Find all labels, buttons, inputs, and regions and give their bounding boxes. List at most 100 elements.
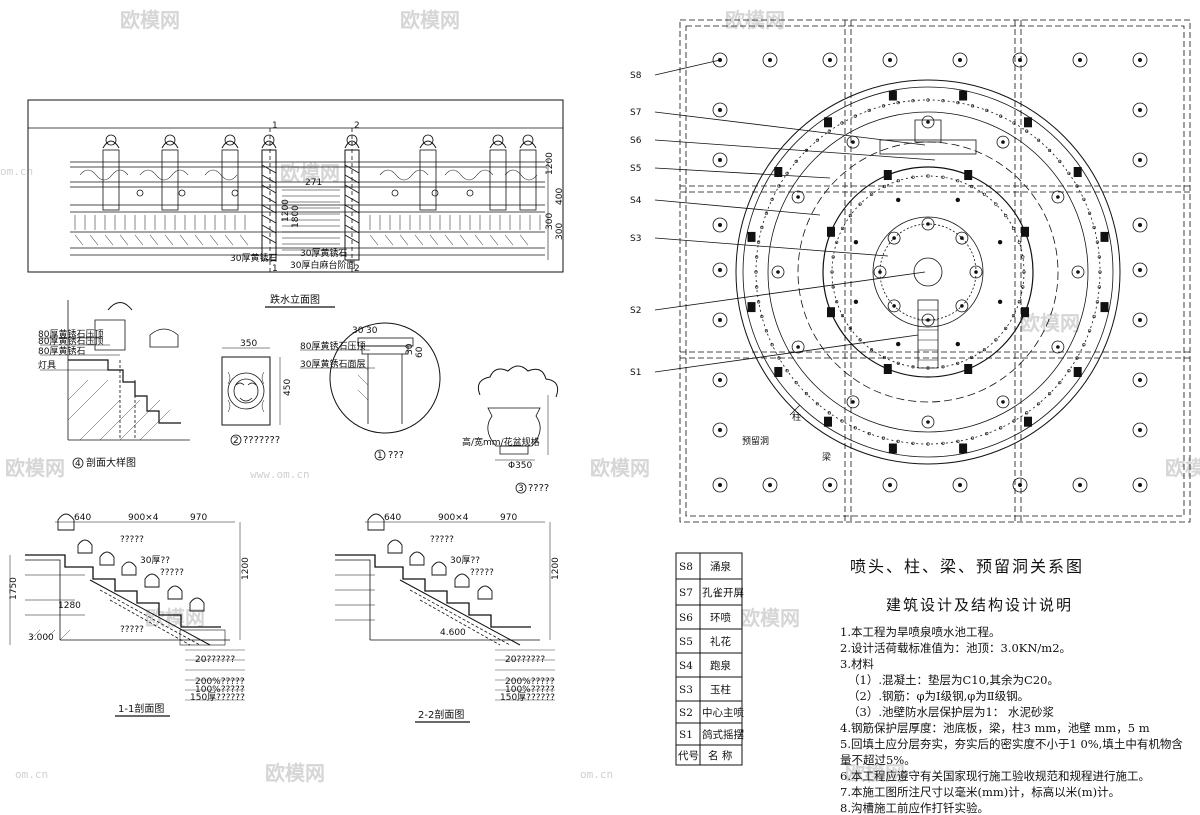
elevation-labels: 1 2 1 2 1200 400 300 1200 300 271 1800 3…	[230, 121, 565, 308]
section-1-1-urns	[57, 513, 205, 612]
nozzle-s3	[887, 231, 901, 245]
jet-s6	[785, 369, 789, 373]
section-marker: 2	[354, 121, 360, 131]
watermark-site: om.cn	[580, 768, 613, 781]
s22-dim: 970	[500, 513, 517, 523]
nozzle-s5-center	[796, 195, 800, 199]
nozzle-s1	[896, 197, 901, 203]
column-center	[1138, 268, 1142, 272]
note-line: 1.本工程为旱喷泉喷水池工程。	[840, 625, 1000, 639]
column-center	[888, 483, 892, 487]
plan-label-s2: S2	[630, 306, 641, 316]
jet-s6	[926, 442, 930, 446]
jet-s6	[867, 108, 871, 112]
nozzle-s3	[887, 299, 901, 313]
column-center	[718, 158, 722, 162]
jet-s6	[764, 329, 769, 333]
jet-s4	[848, 326, 852, 331]
jet-s6	[956, 100, 960, 105]
column-center	[1138, 428, 1142, 432]
pillar-block	[827, 226, 835, 237]
watermark-site: om.cn	[0, 165, 33, 178]
column-center	[768, 58, 772, 62]
watermark: 欧模网	[265, 761, 325, 785]
circle-marker: 1	[377, 451, 383, 461]
s11-note: ?????	[160, 568, 184, 578]
jet-s6	[999, 114, 1003, 118]
watermark: 欧模网	[280, 161, 340, 185]
s11-note: 100%?????	[195, 685, 245, 695]
planter-caption: ????	[528, 483, 549, 494]
jet-s6	[1087, 329, 1092, 333]
jet-s6	[985, 432, 989, 436]
s11-note: ?????	[120, 535, 144, 545]
section-1-1-drawing	[9, 521, 245, 701]
lion-dim-width: 350	[240, 339, 257, 349]
column-ring	[822, 477, 838, 493]
column-ring	[712, 102, 728, 118]
legend-header-name: 名 称	[708, 749, 733, 762]
jet-s4	[896, 361, 900, 365]
lion-dim-height: 450	[283, 379, 293, 396]
plan-tag-column: 柱	[792, 411, 801, 423]
column-ring	[1132, 152, 1148, 168]
legend-code: S3	[679, 684, 693, 696]
nozzle-s5-center	[776, 270, 780, 274]
column-ring	[1072, 52, 1088, 68]
section-2-2-labels: 640 900×4 970 1200 4.600 ????? 30厚?? ???…	[384, 513, 561, 723]
elevation-note: 30厚黄锈石	[300, 247, 347, 259]
jet-s4	[858, 338, 862, 342]
note-line: 8.沟槽施工前应作打钎实验。	[840, 801, 989, 815]
watermark-site: om.cn	[15, 768, 48, 781]
nozzle-s3	[955, 299, 969, 313]
column-ring	[712, 217, 728, 233]
detail-caption: 剖面大样图	[86, 456, 136, 469]
legend-code: S5	[679, 636, 693, 648]
column-center	[1138, 223, 1142, 227]
legend-code: S4	[679, 660, 693, 672]
section-1-1-caption: 1-1剖面图	[118, 702, 164, 715]
jet-s4	[1022, 270, 1026, 274]
jet-s6	[764, 211, 769, 215]
pillar-block	[883, 170, 892, 180]
nozzle-s3-center	[878, 270, 882, 274]
watermark-site: www.om.cn	[250, 468, 310, 481]
pillar-block	[1021, 307, 1029, 318]
s22-dim: 4.600	[440, 628, 466, 638]
jet-s6	[941, 99, 945, 103]
column-center	[1138, 108, 1142, 112]
jet-s4	[969, 184, 974, 189]
plan-label-s4: S4	[630, 196, 642, 206]
beam-block	[747, 302, 756, 313]
nozzle-s5	[1051, 190, 1065, 204]
jet-s6	[1098, 270, 1102, 274]
jet-s4	[926, 366, 930, 370]
jet-s6	[853, 114, 857, 118]
nozzle-s5	[846, 395, 860, 409]
s22-note: 20??????	[505, 655, 545, 665]
jet-s6	[956, 439, 960, 444]
jet-s4	[896, 179, 900, 183]
lion-labels: 350 450 2 ???????	[230, 339, 293, 446]
beam-block	[774, 167, 783, 177]
s11-dim: 900×4	[128, 513, 159, 523]
column-center	[718, 428, 722, 432]
jet-s4	[969, 355, 974, 360]
jet-s6	[1092, 314, 1096, 319]
jet-s4	[926, 174, 930, 178]
pillar-block	[1021, 226, 1029, 237]
nozzle-s5-center	[1001, 400, 1005, 404]
column-center	[1138, 378, 1142, 382]
column-center	[888, 58, 892, 62]
circle-dim: 30	[405, 343, 415, 355]
detail-note: 灯具	[38, 360, 56, 371]
jet-s6	[1036, 138, 1041, 142]
column-ring	[762, 477, 778, 493]
jet-s6	[970, 436, 975, 440]
nozzle-s5	[791, 340, 805, 354]
column-ring	[1132, 372, 1148, 388]
s22-note: ?????	[430, 535, 454, 545]
nozzle-s5-center	[1076, 270, 1080, 274]
nozzle-s3-center	[926, 318, 930, 322]
elevation-note: 30厚白麻台阶面	[290, 259, 355, 271]
